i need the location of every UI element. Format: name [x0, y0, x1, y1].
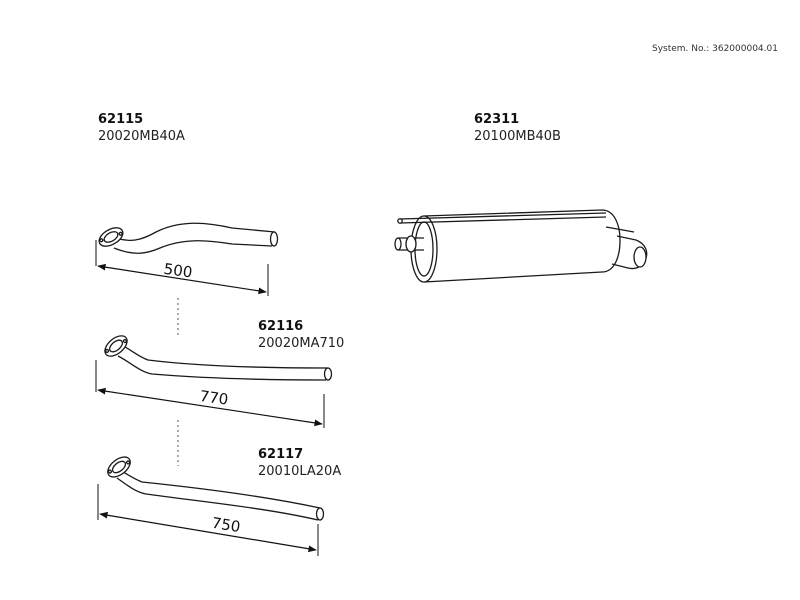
- part-code: 20100MB40B: [474, 129, 561, 144]
- part-number: 62116: [258, 319, 304, 334]
- part-code: 20020MA710: [258, 336, 345, 351]
- part-number: 62311: [474, 112, 520, 127]
- dimension-500: 500: [95, 240, 269, 296]
- part-number: 62115: [98, 112, 144, 127]
- part-code: 20020MB40A: [98, 129, 185, 144]
- front-pipe-62117: [107, 456, 325, 521]
- part-label-62117: 62117 20010LA20A: [258, 447, 341, 480]
- part-label-62116: 62116 20020MA710: [258, 319, 344, 352]
- system-number: System. No.: 362000004.01: [652, 44, 778, 54]
- dimension-770: 770: [95, 360, 325, 428]
- part-label-62115: 62115 20020MB40A: [98, 112, 185, 145]
- dimension-label: 750: [211, 514, 242, 536]
- part-code: 20010LA20A: [258, 464, 342, 479]
- part-number: 62117: [258, 447, 304, 462]
- part-label-62311: 62311 20100MB40B: [474, 112, 561, 145]
- rear-muffler-62311: [394, 209, 648, 283]
- dimension-label: 770: [199, 387, 230, 409]
- front-pipe-62116: [104, 335, 333, 381]
- front-pipe-62115: [98, 222, 279, 254]
- dimension-label: 500: [163, 260, 194, 282]
- dimension-750: 750: [97, 484, 319, 556]
